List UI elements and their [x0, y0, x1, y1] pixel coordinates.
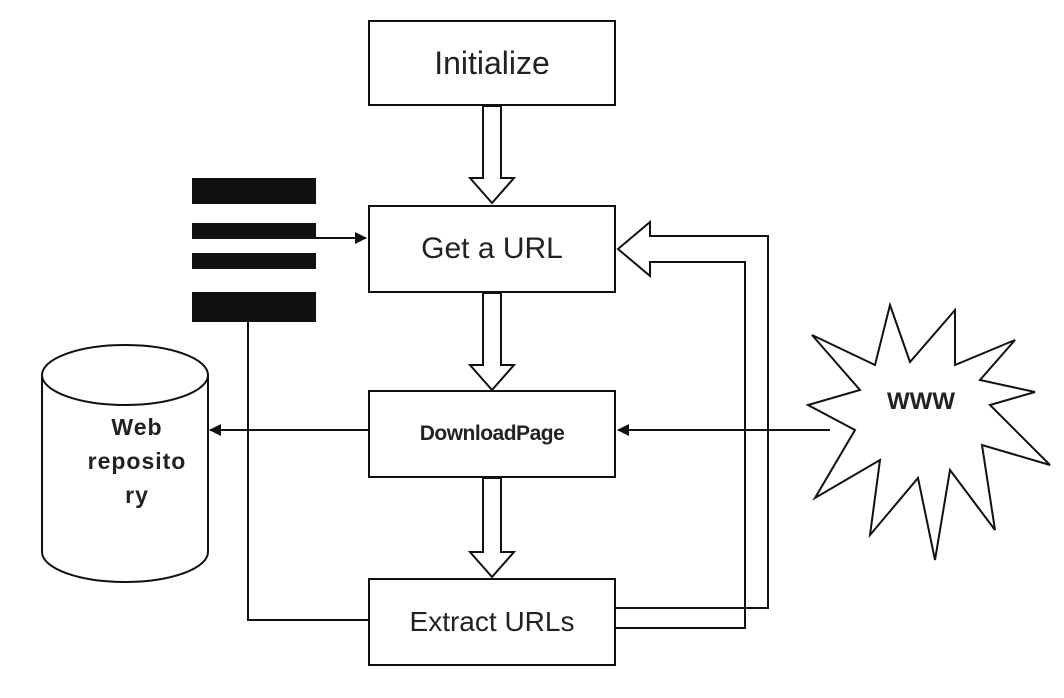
initialize-box: Initialize [368, 20, 616, 106]
hollow-arrow-initialize-to-geturl [467, 105, 517, 205]
get-url-label: Get a URL [421, 232, 563, 265]
initialize-label: Initialize [434, 44, 550, 81]
extract-urls-box: Extract URLs [368, 578, 616, 666]
download-page-label: DownloadPage [419, 422, 565, 445]
www-starburst-icon [805, 301, 1051, 561]
web-repository-label: Web reposito ry [87, 414, 187, 508]
get-url-box: Get a URL [368, 205, 616, 293]
download-page-box: DownloadPage [368, 390, 616, 478]
url-queue-icon [192, 178, 316, 322]
hollow-arrow-geturl-to-download [467, 292, 517, 392]
web-repository-cylinder-icon [41, 344, 209, 583]
extract-urls-label: Extract URLs [409, 606, 575, 637]
line-extract-to-queue [247, 322, 368, 621]
hollow-arrow-download-to-extract [467, 477, 517, 579]
hollow-feedback-loop-arrow [616, 219, 769, 629]
www-label: WWW [887, 388, 955, 415]
